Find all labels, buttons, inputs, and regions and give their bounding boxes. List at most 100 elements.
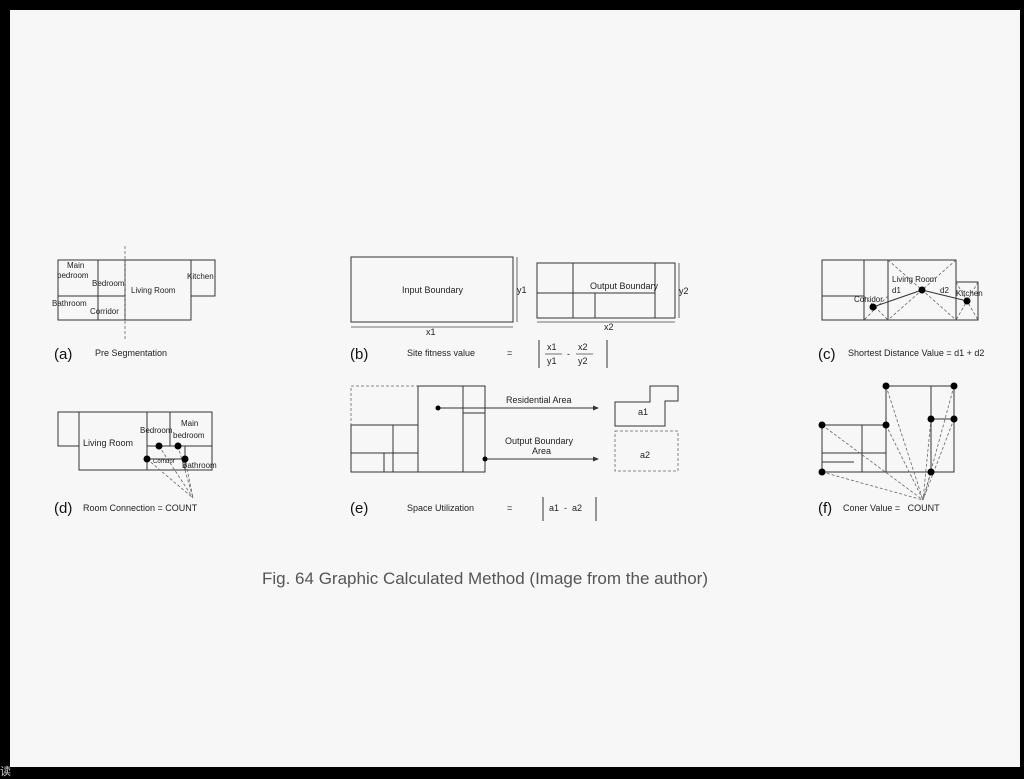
panel-b: Input Boundary y1 x1 Output Boundary y2 … (350, 256, 689, 368)
a-room-bedroom: Bedroom (92, 279, 125, 288)
e-residential-label: Residential Area (506, 395, 572, 405)
a-room-kitchen: Kitchen (187, 272, 214, 281)
c-kitchen-node (963, 297, 971, 305)
e-formula: a1 - a2 (549, 503, 582, 513)
d-room-main: Main (181, 419, 198, 428)
a-room-living: Living Room (131, 286, 176, 295)
panel-f: (f) Coner Value = COUNT (818, 382, 958, 517)
e-output-label-2: Area (532, 446, 551, 456)
e-a2: a2 (640, 450, 650, 460)
e-right-block (417, 385, 486, 473)
e-output-shape (614, 430, 679, 472)
slide: Main bedroom Bedroom Living Room Kitchen… (10, 10, 1020, 767)
c-plan-outline (821, 259, 957, 321)
f-count-line (885, 424, 924, 501)
d-room-bedroom: Bedroom (140, 426, 173, 435)
b-frac-y2: y2 (578, 356, 588, 366)
method-diagram: Main bedroom Bedroom Living Room Kitchen… (52, 246, 984, 588)
f-corner-node (882, 382, 890, 390)
c-path-d2 (921, 289, 968, 302)
a-kitchen-room (190, 259, 216, 297)
a-room-bedroom2: bedroom (57, 271, 89, 280)
d-room-corridor: Corridor (153, 459, 175, 465)
f-description: Coner Value = COUNT (843, 503, 940, 513)
f-corner-node (950, 415, 958, 423)
b-minus: - (567, 349, 570, 359)
e-output-label-1: Output Boundary (505, 436, 574, 446)
a-tag: (a) (54, 346, 72, 363)
d-count-line (158, 445, 194, 499)
corner-glyph: 读 (0, 766, 11, 778)
c-living-node (918, 286, 926, 294)
e-tag: (e) (350, 500, 368, 517)
a-room-bathroom: Bathroom (52, 299, 87, 308)
c-room-living: Living Room (892, 275, 937, 284)
f-count-line (885, 385, 924, 501)
c-path-d1 (872, 289, 923, 308)
d-side-room (57, 411, 80, 447)
a-description: Pre Segmentation (95, 348, 167, 358)
f-corner-node (927, 415, 935, 423)
f-corner-node (818, 468, 826, 476)
d-count-line (177, 445, 194, 499)
d-room-living: Living Room (83, 438, 133, 448)
e-arrow-head (593, 456, 599, 462)
b-description: Site fitness value (407, 348, 475, 358)
d-connection-node (155, 442, 163, 450)
b-x1: x1 (426, 327, 436, 337)
f-count-lines (821, 385, 955, 501)
b-x2: x2 (604, 322, 614, 332)
c-kitchen-room (955, 281, 979, 321)
panel-a: Main bedroom Bedroom Living Room Kitchen… (52, 246, 216, 363)
d-room-bedroom2: bedroom (173, 431, 205, 440)
d-plan-outline (78, 411, 213, 471)
e-description: Space Utilization (407, 503, 474, 513)
b-y2: y2 (679, 286, 689, 296)
f-count-line (821, 471, 924, 501)
c-d2: d2 (940, 286, 949, 295)
d-connection-node (181, 455, 189, 463)
c-d1: d1 (892, 286, 901, 295)
panel-d: Living Room Bedroom Main bedroom Corrido… (54, 411, 217, 517)
a-room-main: Main (67, 261, 84, 270)
f-count-line (922, 418, 955, 501)
d-room-bathroom: Bathroom (182, 461, 217, 470)
c-corridor-node (869, 303, 877, 311)
b-frac-y1: y1 (547, 356, 557, 366)
d-description: Room Connection = COUNT (83, 503, 198, 513)
f-count-line (922, 418, 932, 501)
figure-caption: Fig. 64 Graphic Calculated Method (Image… (262, 569, 708, 588)
b-tag: (b) (350, 346, 368, 363)
c-tag: (c) (818, 346, 836, 363)
d-connection-node (174, 442, 182, 450)
f-tag: (f) (818, 500, 832, 517)
b-frac-x1: x1 (547, 342, 557, 352)
f-corner-node (950, 382, 958, 390)
b-input-boundary (350, 256, 514, 323)
c-room-corridor: Corridor (854, 295, 883, 304)
c-room-kitchen: Kitchen (956, 289, 983, 298)
f-count-line (821, 424, 924, 501)
b-input-label: Input Boundary (402, 285, 464, 295)
f-corner-node (882, 421, 890, 429)
d-tag: (d) (54, 500, 72, 517)
e-equals: = (507, 503, 512, 513)
b-y1: y1 (517, 285, 527, 295)
d-count-line (184, 458, 194, 499)
c-description: Shortest Distance Value = d1 + d2 (848, 348, 984, 358)
e-residential-shape (614, 385, 679, 427)
f-corner-node (927, 468, 935, 476)
d-count-line (146, 458, 194, 499)
e-a1: a1 (638, 407, 648, 417)
b-equals: = (507, 348, 512, 358)
d-connection-node (143, 455, 151, 463)
b-output-label: Output Boundary (590, 281, 659, 291)
e-arrow-start (482, 456, 488, 462)
e-arrow-start (435, 405, 441, 411)
f-corner-node (818, 421, 826, 429)
e-arrow-head (593, 405, 599, 411)
panel-e: Residential Area Output Boundary Area a1… (350, 385, 679, 521)
a-room-corridor: Corridor (90, 307, 119, 316)
panel-c: Living Room Corridor Kitchen d1 d2 (c) S… (818, 259, 984, 363)
b-output-boundary (536, 262, 676, 319)
